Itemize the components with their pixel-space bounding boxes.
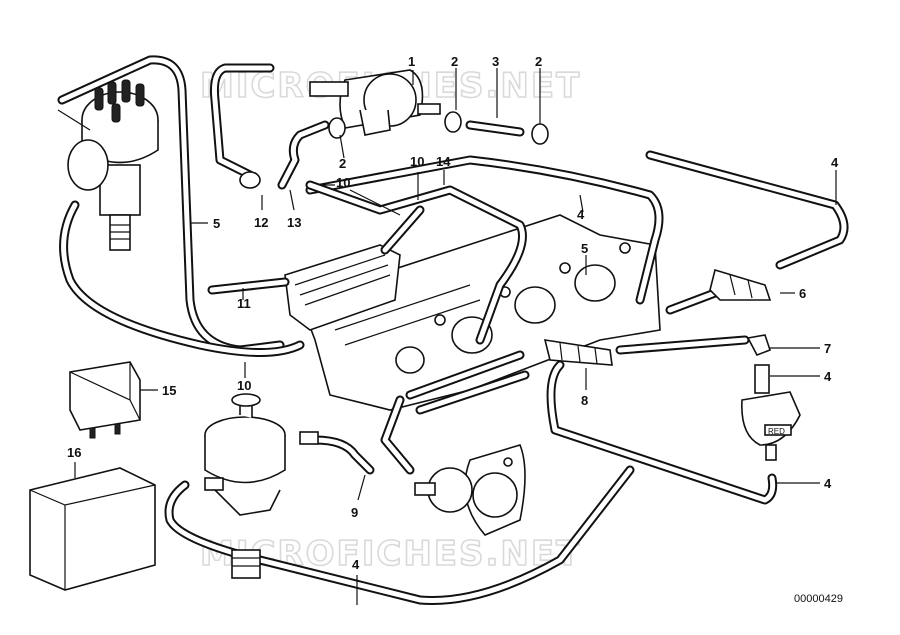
- diagram-reference-number: 00000429: [794, 593, 843, 605]
- callout-6: 6: [799, 286, 806, 301]
- callout-15: 15: [162, 383, 176, 398]
- callout-10-a: 10: [336, 175, 350, 190]
- hose-clip: [709, 268, 772, 301]
- callout-4-b: 4: [831, 155, 839, 170]
- callout-2-c: 2: [339, 156, 346, 171]
- control-valve: [309, 69, 441, 136]
- callout-3: 3: [492, 54, 499, 69]
- callout-4-c: 4: [824, 369, 832, 384]
- callout-5-b: 5: [581, 241, 588, 256]
- watermark-bottom: MICROFICHES.NET: [200, 534, 581, 574]
- callout-11: 11: [237, 296, 251, 311]
- callout-4-e: 4: [352, 557, 360, 572]
- callout-10-b: 10: [410, 154, 424, 169]
- distributor: [57, 79, 159, 251]
- hose-clip-group: [543, 339, 613, 366]
- callout-1: 1: [408, 54, 415, 69]
- vacuum-actuator: [414, 444, 526, 536]
- intake-manifold: [284, 214, 661, 411]
- callout-10-c: 10: [237, 378, 251, 393]
- callout-4-a: 4: [577, 207, 585, 222]
- callout-4-d: 4: [824, 476, 832, 491]
- svg-text:RED: RED: [768, 427, 785, 436]
- callout-2-a: 2: [451, 54, 458, 69]
- leader-lines: [74, 68, 837, 605]
- callout-9: 9: [351, 505, 358, 520]
- relay: [69, 361, 141, 439]
- vacuum-pump: [204, 393, 319, 579]
- callout-2-b: 2: [535, 54, 542, 69]
- callout-14: 14: [436, 154, 451, 169]
- callout-13: 13: [287, 215, 301, 230]
- elbow-connector: [746, 334, 772, 357]
- vacuum-hoses: [57, 55, 849, 605]
- callout-16: 16: [67, 445, 81, 460]
- callout-7: 7: [824, 341, 831, 356]
- control-unit: [29, 467, 156, 591]
- callout-12: 12: [254, 215, 268, 230]
- callout-labels: 1 2 3 2 2 10 10 14 4 4 5 5 6 7 4 8 4 10 …: [67, 54, 839, 572]
- callout-8: 8: [581, 393, 588, 408]
- callout-5-a: 5: [213, 216, 220, 231]
- thermo-vacuum-valve: RED: [741, 364, 801, 461]
